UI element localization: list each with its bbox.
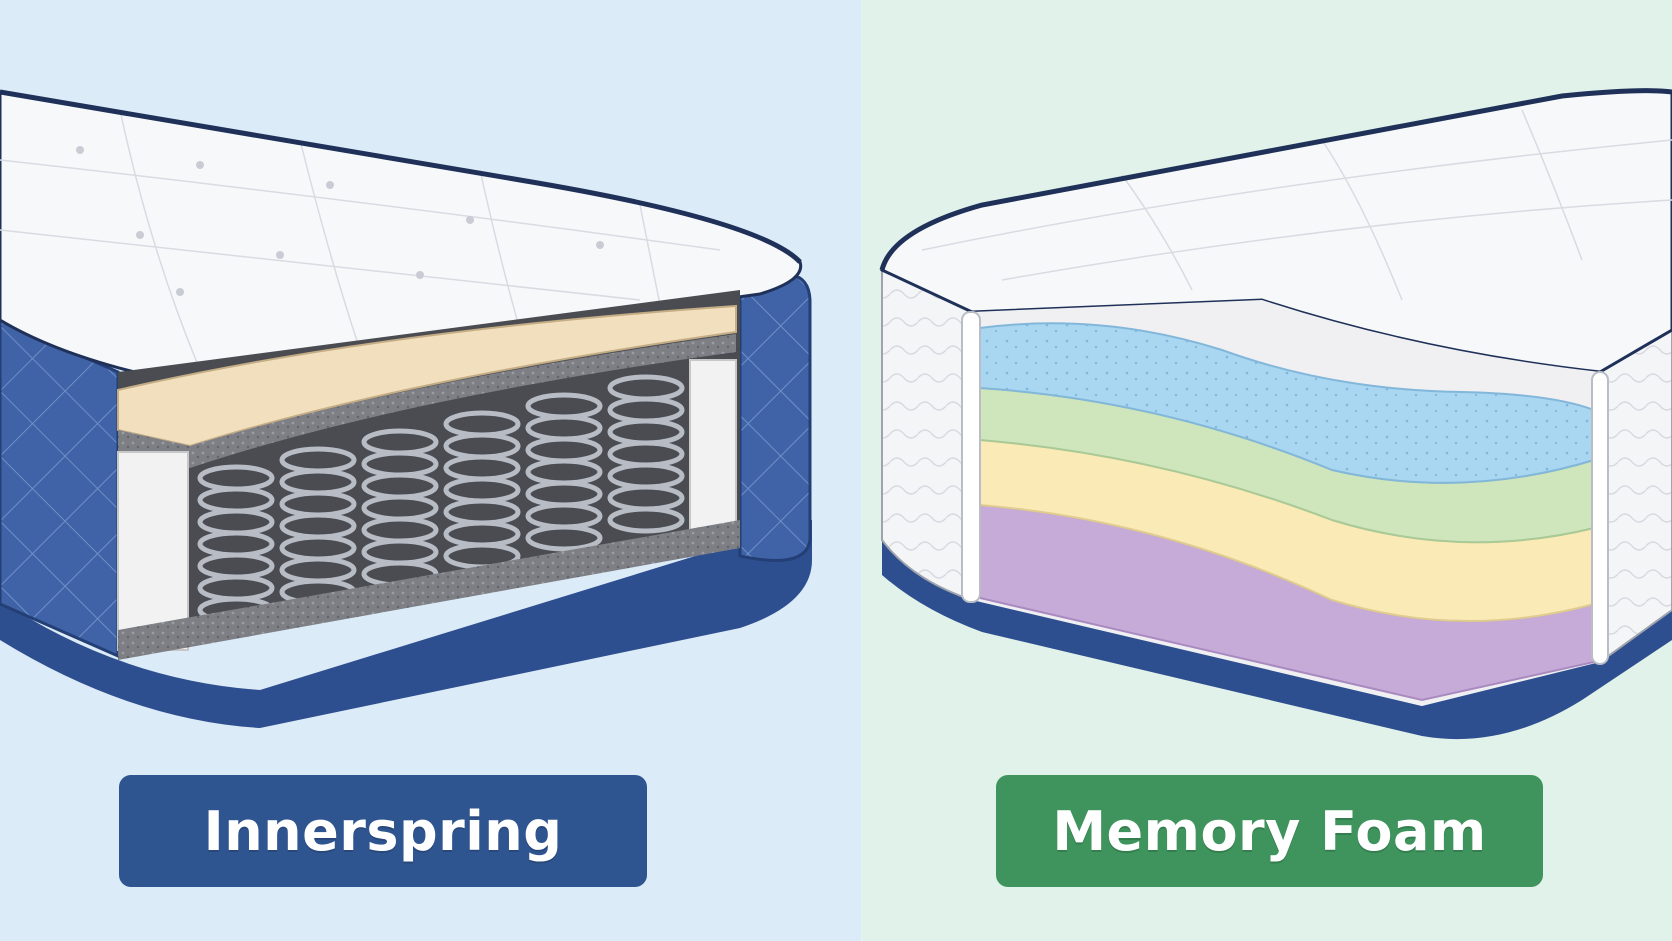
- base-piping: [0, 520, 812, 728]
- memory-foam-mattress-illustration: [879, 88, 1672, 740]
- memory-foam-label: Memory Foam: [1052, 799, 1487, 863]
- top-edge-piping: [879, 88, 1672, 271]
- cover-trim-right: [1591, 371, 1609, 665]
- felt-bottom-layer: [118, 520, 740, 660]
- side-fabric-right: [1599, 328, 1672, 664]
- innerspring-panel: Innerspring: [0, 89, 812, 887]
- innerspring-mattress-illustration: [0, 89, 812, 728]
- top-edge-piping: [0, 89, 802, 264]
- quilted-side-left: [0, 318, 120, 659]
- innerspring-label: Innerspring: [203, 799, 563, 863]
- coil-springs: [197, 377, 682, 624]
- edge-support-foam-right: [689, 359, 737, 541]
- innerspring-label-badge: Innerspring: [119, 775, 647, 887]
- tuft-buttons: [76, 146, 604, 296]
- top-quilt-stitching: [921, 109, 1672, 301]
- latex-comfort-layer: [117, 304, 737, 448]
- side-fabric-left: [881, 268, 973, 602]
- memory-foam-label-badge: Memory Foam: [996, 775, 1543, 887]
- memory-foam-panel: Memory Foam: [862, 0, 1672, 941]
- quilted-side-right: [738, 273, 812, 562]
- felt-top-layer: [118, 334, 736, 468]
- gel-memory-foam-layer-blue: [979, 322, 1595, 484]
- cover-trim-left: [961, 311, 981, 603]
- top-quilt-stitching: [0, 109, 721, 371]
